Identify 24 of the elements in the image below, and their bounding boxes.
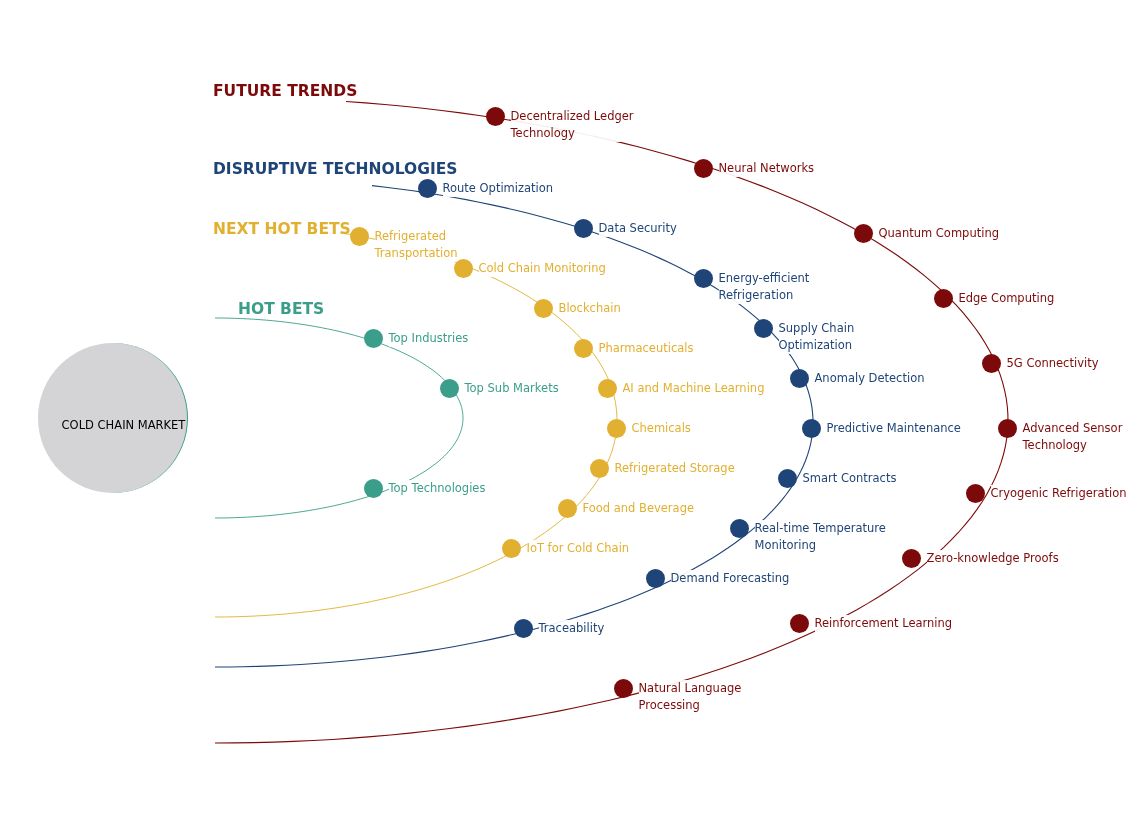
topic-label: AI and Machine Learning xyxy=(622,379,765,397)
topic-label: Reinforcement Learning xyxy=(814,614,953,632)
topic-label: Edge Computing xyxy=(958,289,1055,307)
tier-heading: HOT BETS xyxy=(238,300,325,318)
topic-label: Top Industries xyxy=(388,329,469,347)
topic-label: Quantum Computing xyxy=(878,224,999,242)
topic-label: Anomaly Detection xyxy=(814,369,925,387)
topic-label: Traceability xyxy=(538,619,605,637)
topic-label: Food and Beverage xyxy=(582,499,695,517)
topic-label: Cold Chain Monitoring xyxy=(478,259,606,277)
topic-label: Refrigerated Storage xyxy=(614,459,735,477)
tier-heading: DISRUPTIVE TECHNOLOGIES xyxy=(213,160,458,178)
topic-label: Top Technologies xyxy=(388,479,486,497)
topic-label: Route Optimization xyxy=(442,179,554,197)
topic-label: Neural Networks xyxy=(718,159,815,177)
tier-heading: NEXT HOT BETS xyxy=(213,220,351,238)
tier-heading: FUTURE TRENDS xyxy=(213,82,358,100)
topic-label: Demand Forecasting xyxy=(670,569,790,587)
topic-label: 5G Connectivity xyxy=(1006,354,1099,372)
market-label: COLD CHAIN MARKET xyxy=(61,418,186,432)
topic-label: Zero-knowledge Proofs xyxy=(926,549,1059,567)
topic-label: Cryogenic Refrigeration xyxy=(990,484,1127,502)
topic-label: Data Security xyxy=(598,219,677,237)
topic-label: Top Sub Markets xyxy=(464,379,559,397)
